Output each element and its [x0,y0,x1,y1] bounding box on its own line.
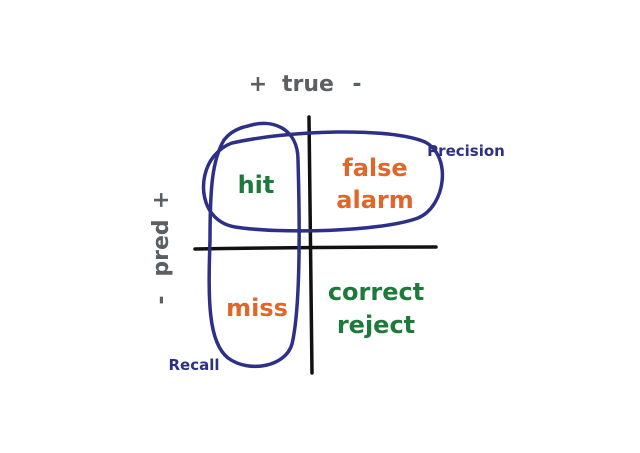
true-minus-sign: - [352,72,361,97]
pred-minus-sign: - [149,295,174,304]
true-plus-sign: + [249,72,267,97]
correct-reject-line2: reject [337,311,415,339]
precision-label: Precision [427,142,505,160]
horizontal-divider [193,245,438,251]
false-alarm-line1: false [342,154,407,182]
correct-reject-line1: correct [328,278,424,306]
precision-loop [201,130,445,233]
true-axis-label: true [282,72,334,97]
false-alarm-line2: alarm [336,186,413,214]
recall-label: Recall [168,356,219,374]
hit-cell-label: hit [238,171,275,199]
vertical-divider [307,115,314,375]
miss-cell-label: miss [226,294,288,322]
pred-axis-group: + pred - [149,191,174,305]
pred-axis-label: pred [149,219,174,276]
recall-loop [207,121,301,369]
pred-plus-sign: + [149,191,174,209]
